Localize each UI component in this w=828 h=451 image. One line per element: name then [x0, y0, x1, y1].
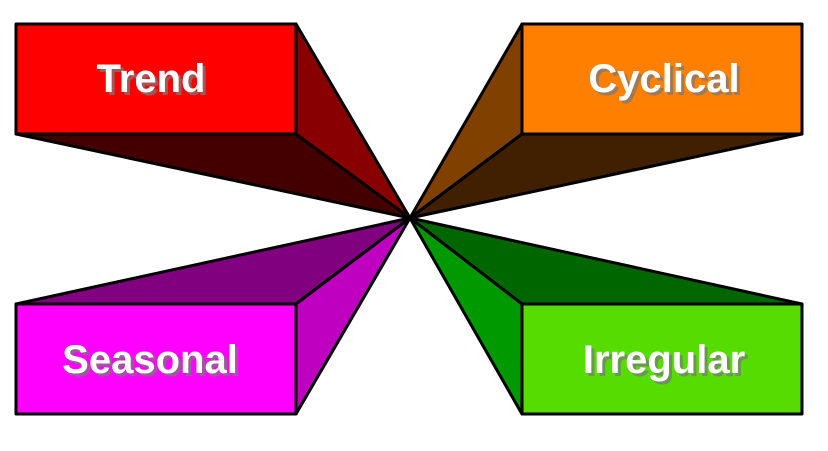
seasonal-label-shadow: Seasonal: [65, 341, 241, 385]
trend-label-shadow: Trend: [100, 60, 209, 104]
trend-block: Trend Trend: [14, 22, 412, 220]
cyclical-block-front-face: [520, 22, 804, 136]
irregular-block: Irregular Irregular: [408, 216, 804, 416]
seasonal-block-front-face: [14, 302, 298, 416]
irregular-label-shadow: Irregular: [586, 341, 748, 385]
cyclical-label: Cyclical: [588, 57, 739, 101]
seasonal-block: Seasonal Seasonal: [14, 216, 412, 416]
trend-block-front-face: [14, 22, 298, 136]
cyclical-block: Cyclical Cyclical: [408, 22, 804, 220]
irregular-label: Irregular: [583, 338, 745, 382]
irregular-block-front-face: [520, 302, 804, 416]
trend-label: Trend: [97, 57, 206, 101]
cyclical-label-shadow: Cyclical: [591, 60, 742, 104]
seasonal-label: Seasonal: [62, 338, 238, 382]
